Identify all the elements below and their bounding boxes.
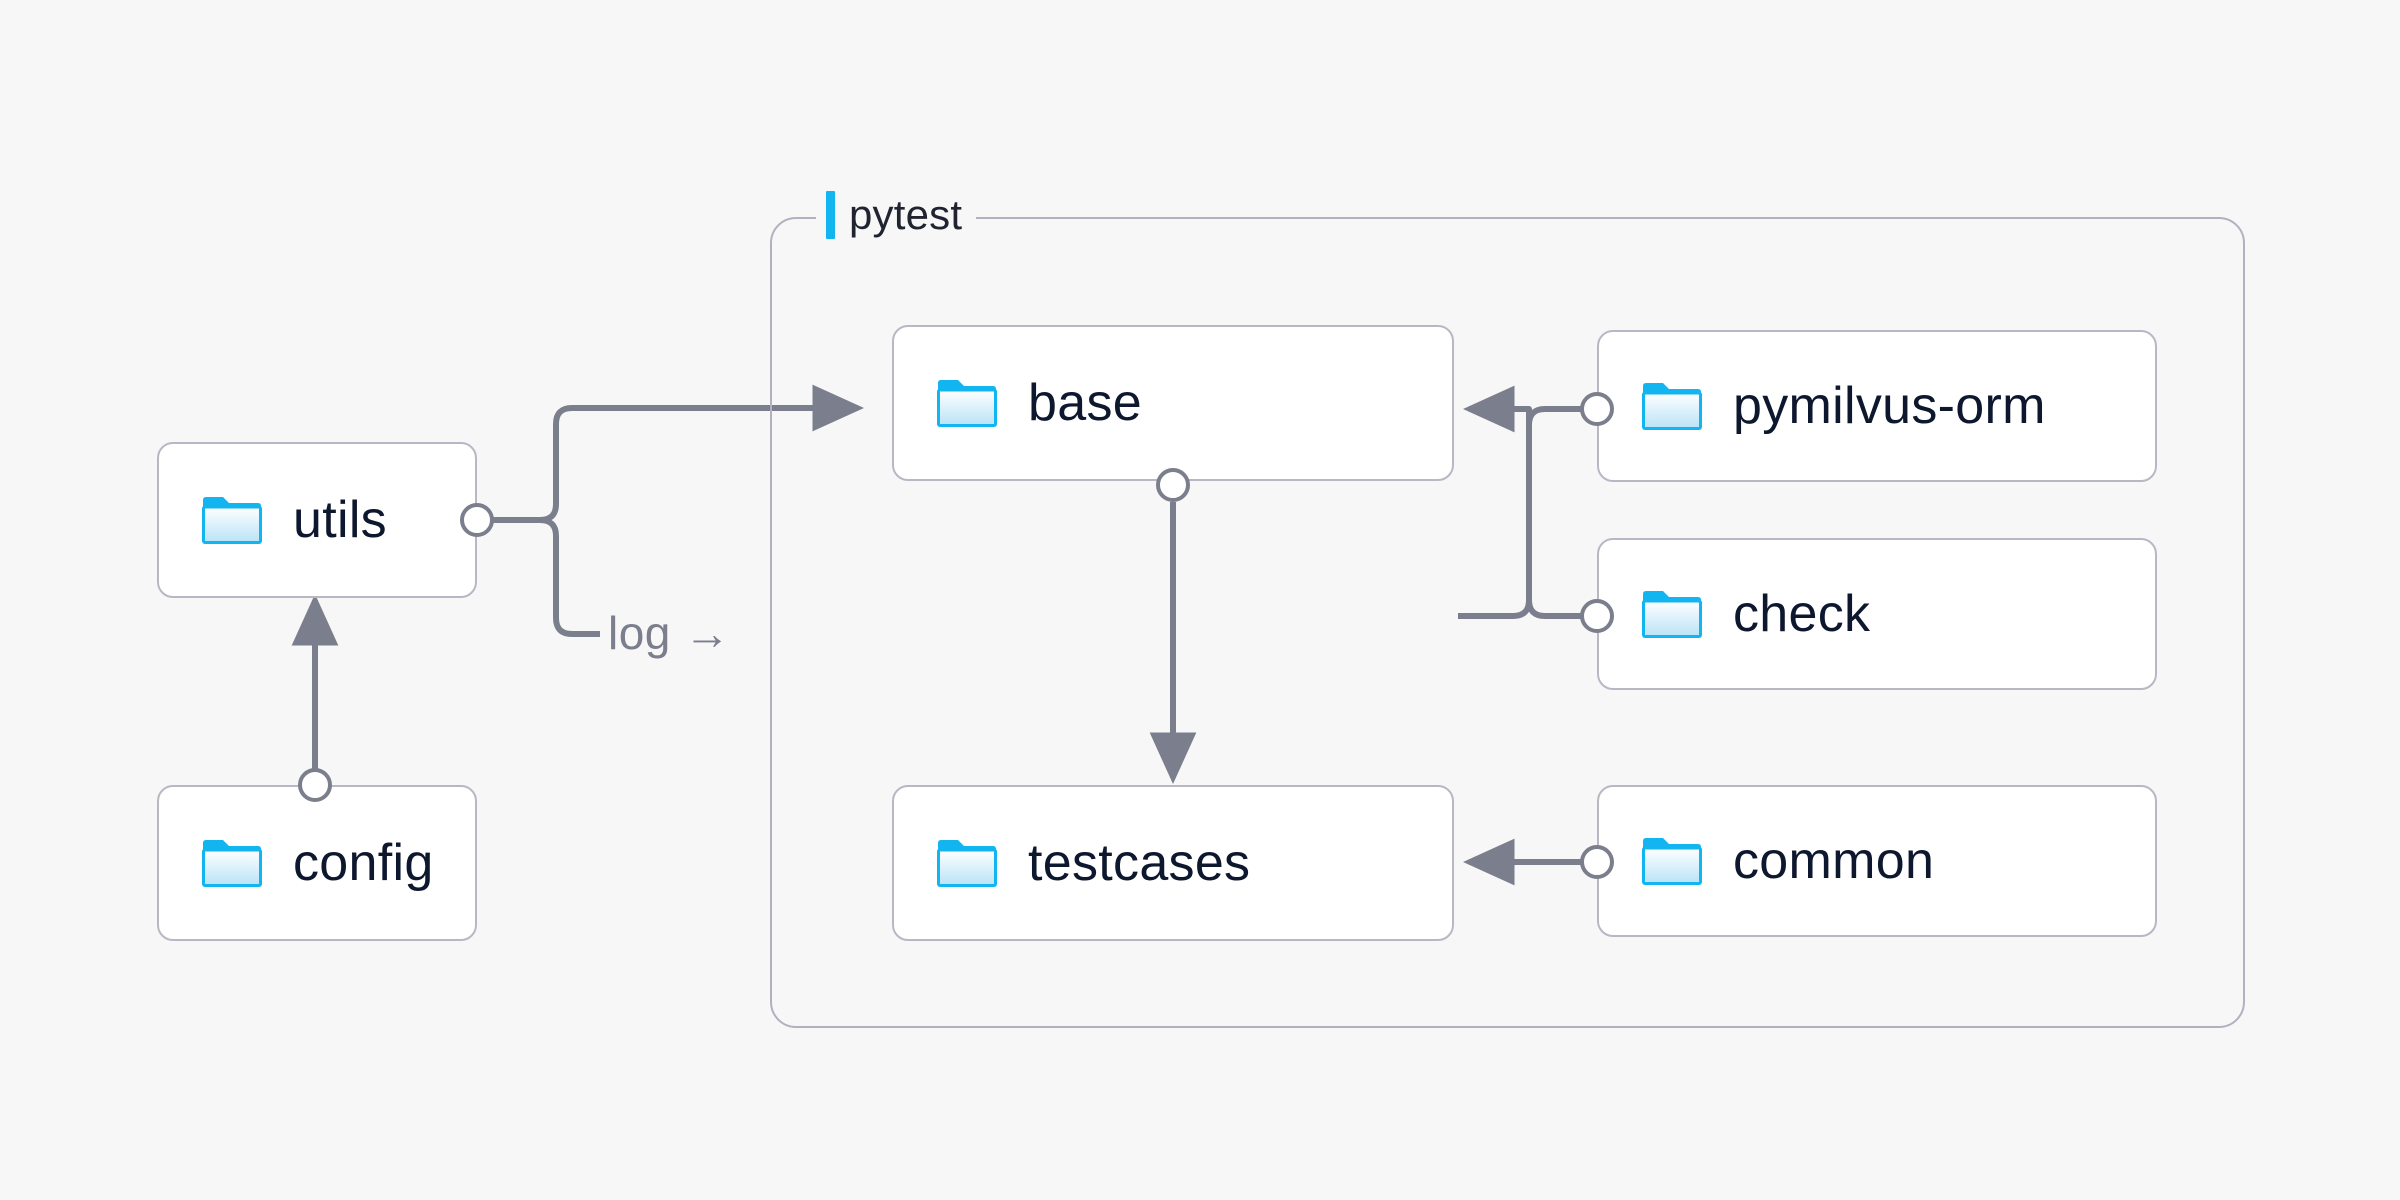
edge-right-merge-to-base [1462,385,1532,433]
edge-label-log: log → [600,610,739,656]
node-label: testcases [1028,834,1251,892]
node-label: check [1733,585,1871,643]
port-utils-right[interactable] [460,503,494,537]
folder-icon [201,838,263,888]
folder-icon [1641,589,1703,639]
pytest-group-label: pytest [816,191,977,239]
folder-icon [1641,836,1703,886]
group-title: pytest [849,191,963,238]
node-label: utils [293,491,387,549]
node-common[interactable]: common [1597,785,2157,937]
folder-icon [936,378,998,428]
node-testcases[interactable]: testcases [892,785,1454,941]
node-check[interactable]: check [1597,538,2157,690]
node-utils[interactable]: utils [157,442,477,598]
folder-icon [936,838,998,888]
node-label: base [1028,374,1142,432]
node-config[interactable]: config [157,785,477,941]
port-check-left[interactable] [1580,599,1614,633]
edge-check-base [1526,425,1581,619]
accent-bar-icon [826,191,835,239]
folder-icon [201,495,263,545]
port-base-bottom[interactable] [1156,468,1190,502]
edge-utils-log [492,517,676,637]
node-base[interactable]: base [892,325,1454,481]
node-label: pymilvus-orm [1733,377,2046,435]
pytest-group-container[interactable] [770,217,2245,1028]
node-pymilvus-orm[interactable]: pymilvus-orm [1597,330,2157,482]
port-common-left[interactable] [1580,845,1614,879]
folder-icon [1641,381,1703,431]
port-config-top[interactable] [298,768,332,802]
node-label: common [1733,832,1935,890]
node-label: config [293,834,434,892]
port-pymilvus-orm-left[interactable] [1580,392,1614,426]
